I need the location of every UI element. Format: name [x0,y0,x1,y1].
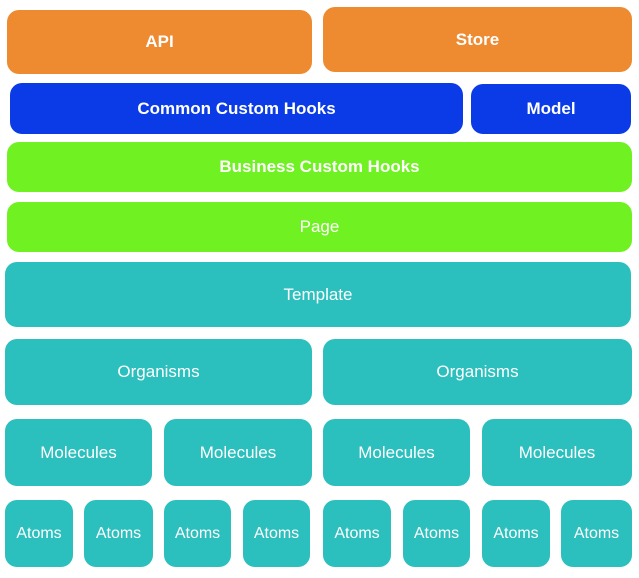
page-block: Page [7,202,632,252]
atoms-block: Atoms [84,500,153,567]
atoms-block: Atoms [482,500,550,567]
molecules-block: Molecules [482,419,632,486]
template-block: Template [5,262,631,327]
organisms-block: Organisms [323,339,632,405]
atoms-block: Atoms [561,500,632,567]
molecules-block: Molecules [5,419,152,486]
model-block: Model [471,84,631,134]
molecules-block: Molecules [323,419,470,486]
api-block: API [7,10,312,74]
organisms-block: Organisms [5,339,312,405]
business-custom-hooks-block: Business Custom Hooks [7,142,632,192]
store-block: Store [323,7,632,72]
molecules-block: Molecules [164,419,312,486]
atoms-block: Atoms [323,500,391,567]
atoms-block: Atoms [5,500,73,567]
common-custom-hooks-block: Common Custom Hooks [10,83,463,134]
atoms-block: Atoms [403,500,470,567]
atoms-block: Atoms [164,500,231,567]
atoms-block: Atoms [243,500,310,567]
